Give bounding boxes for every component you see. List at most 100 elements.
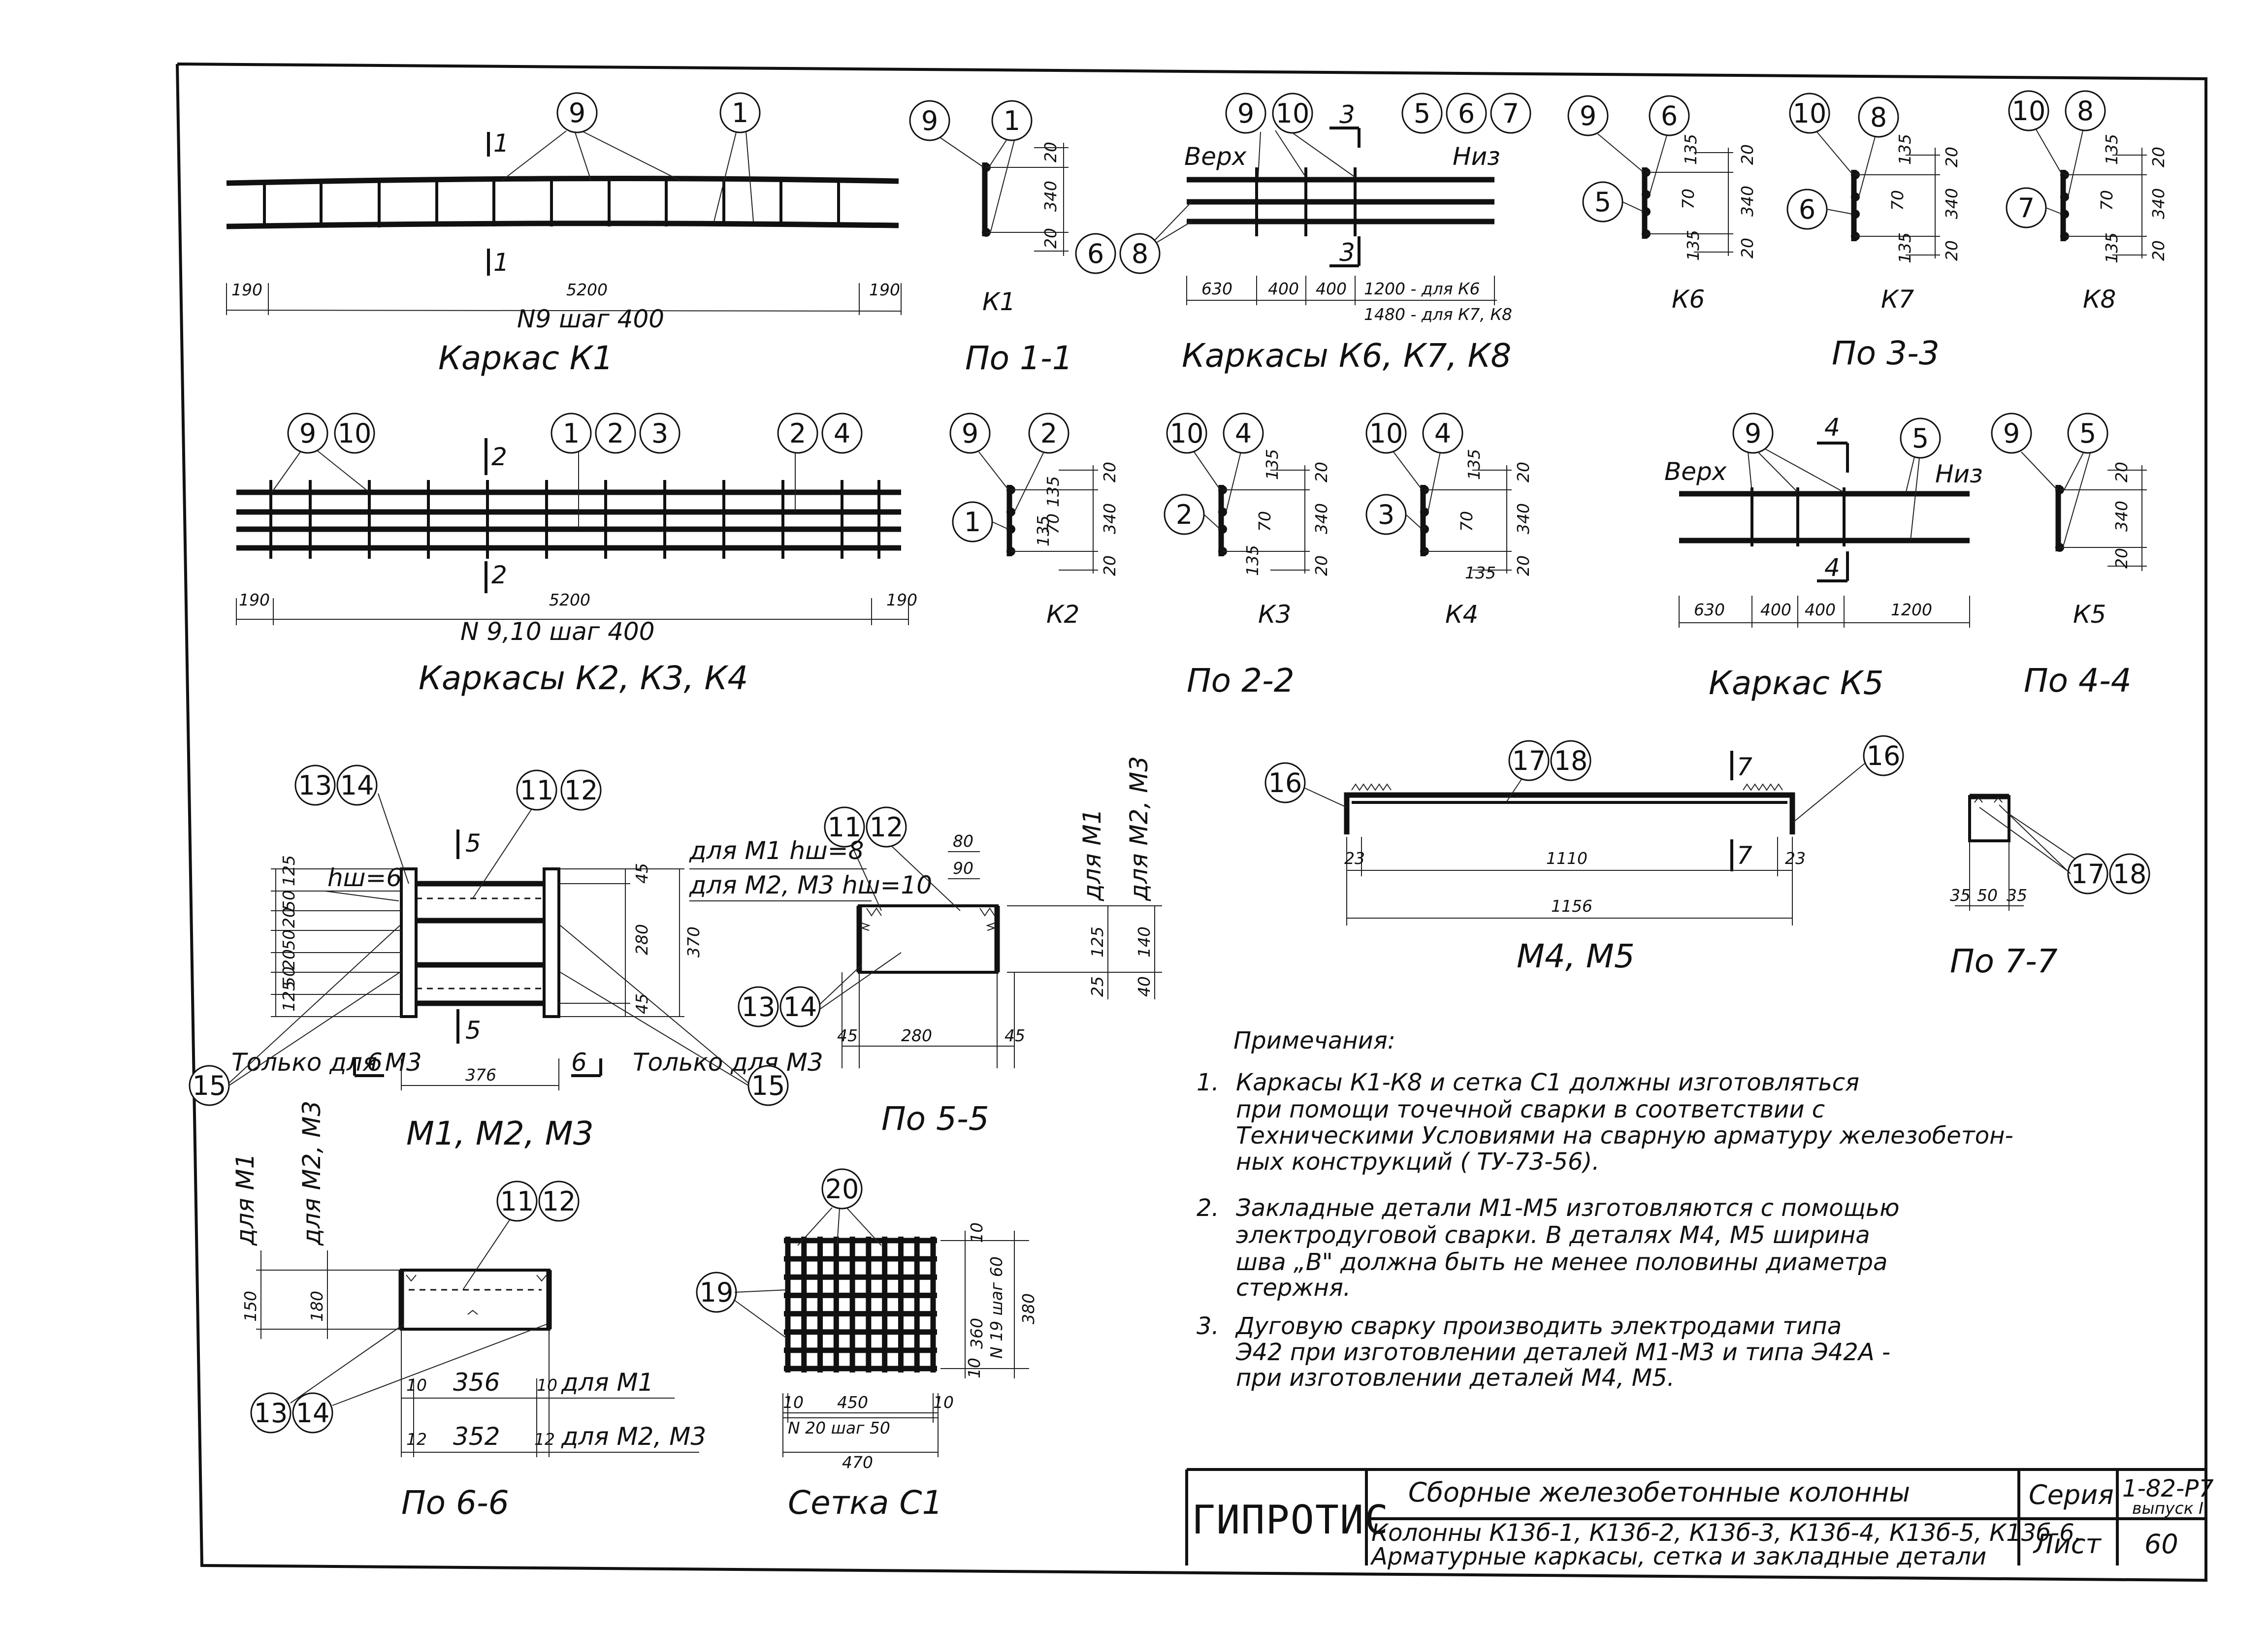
svg-text:7: 7 [1502,98,1519,129]
svg-text:20: 20 [1738,238,1757,258]
svg-text:1200 - для К6: 1200 - для К6 [1364,279,1480,298]
svg-text:9: 9 [1745,418,1761,449]
svg-text:45: 45 [632,863,651,884]
title-k5: Каркас К5 [1709,664,1884,702]
svg-text:4: 4 [1824,553,1840,582]
svg-text:12: 12 [534,1430,555,1449]
svg-text:20: 20 [1514,462,1533,482]
svg-text:45: 45 [632,993,651,1014]
svg-text:18: 18 [2113,859,2147,890]
title-section-1-1: По 1-1 [965,339,1073,377]
svg-text:135: 135 [1043,476,1063,507]
svg-text:10: 10 [1276,98,1310,129]
svg-text:10: 10 [967,1222,986,1243]
svg-text:N9 шаг 400: N9 шаг 400 [517,305,664,333]
title-k1: Каркас К1 [438,339,614,377]
svg-text:80: 80 [953,831,973,851]
svg-text:10: 10 [783,1393,804,1412]
svg-text:135: 135 [1681,134,1700,165]
svg-text:20: 20 [1312,555,1331,576]
svg-text:14: 14 [296,1398,330,1429]
section-1-1: 9 1 20 340 20 К1 По 1-1 [909,100,1073,377]
title-m45: М4, М5 [1517,937,1635,975]
mesh-c1: 20 19 10 450 10 N 20 шаг 50 470 10 360 N… [696,1168,1038,1522]
svg-text:10: 10 [965,1358,984,1378]
svg-text:5: 5 [1594,187,1611,218]
svg-text:Низ: Низ [1935,460,1983,488]
svg-text:50: 50 [1977,886,1998,905]
svg-text:К7: К7 [1881,285,1914,314]
svg-text:20: 20 [1312,462,1331,482]
frame-k678-elevation: Верх Низ 9 10 5 6 7 6 8 3 3 630 400 400 … [1075,93,1531,375]
svg-text:135: 135 [2102,134,2121,165]
svg-text:7: 7 [2018,192,2035,223]
svg-text:6: 6 [1458,98,1475,129]
section-3-3-k8: 10 8 7 135 70 135 20 340 20 К8 [2006,90,2168,314]
svg-text:9: 9 [1237,98,1254,129]
svg-text:10: 10 [338,418,372,449]
title-section-3-3: По 3-3 [1832,334,1940,372]
callout-9: 9 [569,97,585,128]
svg-text:Только для М3: Только для М3 [633,1048,823,1077]
stamp-title: Сборные железобетонные колонны [1408,1477,1910,1508]
svg-text:9: 9 [962,418,978,449]
svg-text:20: 20 [2112,462,2131,482]
svg-text:15: 15 [751,1070,785,1101]
svg-text:23: 23 [1785,849,1806,868]
svg-text:стержня.: стержня. [1236,1274,1351,1302]
svg-text:2: 2 [607,418,624,449]
svg-text:400: 400 [1268,279,1299,298]
svg-text:Верх: Верх [1184,142,1247,171]
svg-text:17: 17 [2071,859,2105,890]
svg-text:hш=6: hш=6 [327,863,402,892]
svg-text:45: 45 [837,1026,858,1045]
svg-text:10: 10 [933,1393,954,1412]
svg-text:1: 1 [563,418,580,449]
svg-text:340: 340 [1100,503,1119,534]
svg-text:13: 13 [254,1398,288,1429]
svg-text:135: 135 [1684,230,1703,261]
svg-text:6: 6 [1087,238,1104,269]
svg-text:135: 135 [1034,515,1053,546]
callout-1: 1 [732,97,748,128]
svg-text:4: 4 [1235,418,1252,449]
section-2-2-k2: 9 2 1 135 70 135 20 340 20 К2 [949,413,1119,629]
svg-text:4: 4 [1434,418,1451,449]
svg-text:5200: 5200 [549,590,590,609]
svg-text:12: 12 [870,812,904,843]
section-7-7: 17 18 35 50 35 По 7-7 [1950,794,2150,980]
svg-text:16: 16 [1867,740,1901,771]
svg-text:для М2, М3: для М2, М3 [297,1101,326,1246]
svg-text:356: 356 [453,1368,500,1397]
svg-text:N 9,10 шаг 400: N 9,10 шаг 400 [460,617,655,646]
org-logo: ГИПРОТИС [1192,1497,1389,1543]
svg-text:14: 14 [340,770,374,801]
embed-m45: 16 17 18 16 7 7 23 1110 23 1156 М4, М5 [1264,735,1904,975]
svg-text:1156: 1156 [1551,896,1592,916]
svg-text:Низ: Низ [1453,142,1500,171]
svg-text:20: 20 [1942,240,1961,261]
svg-text:8: 8 [2077,96,2094,127]
svg-text:1110: 1110 [1546,849,1588,868]
svg-text:К5: К5 [2073,600,2106,629]
svg-text:8: 8 [1132,238,1148,269]
title-section-5-5: По 5-5 [881,1100,989,1138]
svg-text:70: 70 [1888,190,1907,211]
stamp-subtitle-2: Арматурные каркасы, сетка и закладные де… [1370,1543,1986,1570]
title-section-4-4: По 4-4 [2024,662,2132,700]
svg-text:12: 12 [542,1186,576,1217]
svg-text:5: 5 [1912,423,1929,454]
svg-text:180: 180 [307,1291,326,1322]
svg-text:Э42 при изготовлении детале: Э42 при изготовлении деталей М1-М3 и тип… [1235,1339,1890,1366]
svg-text:20: 20 [1514,555,1533,576]
svg-text:1: 1 [493,248,509,277]
svg-text:электродуговой сварки. В дет: электродуговой сварки. В деталях М4, М5 … [1236,1221,1870,1249]
svg-text:для М1: для М1 [231,1153,259,1246]
svg-text:20: 20 [2149,240,2168,261]
svg-text:при помощи точечной сварки: при помощи точечной сварки в соответстви… [1236,1096,1825,1123]
title-section-7-7: По 7-7 [1950,942,2058,980]
svg-text:3: 3 [1339,238,1355,267]
title-block: ГИПРОТИС Сборные железобетонные колонны … [1185,1468,2214,1570]
section-3-3-k6: 9 6 5 135 70 135 20 340 20 К6 [1567,95,1757,314]
svg-text:11: 11 [500,1186,534,1217]
